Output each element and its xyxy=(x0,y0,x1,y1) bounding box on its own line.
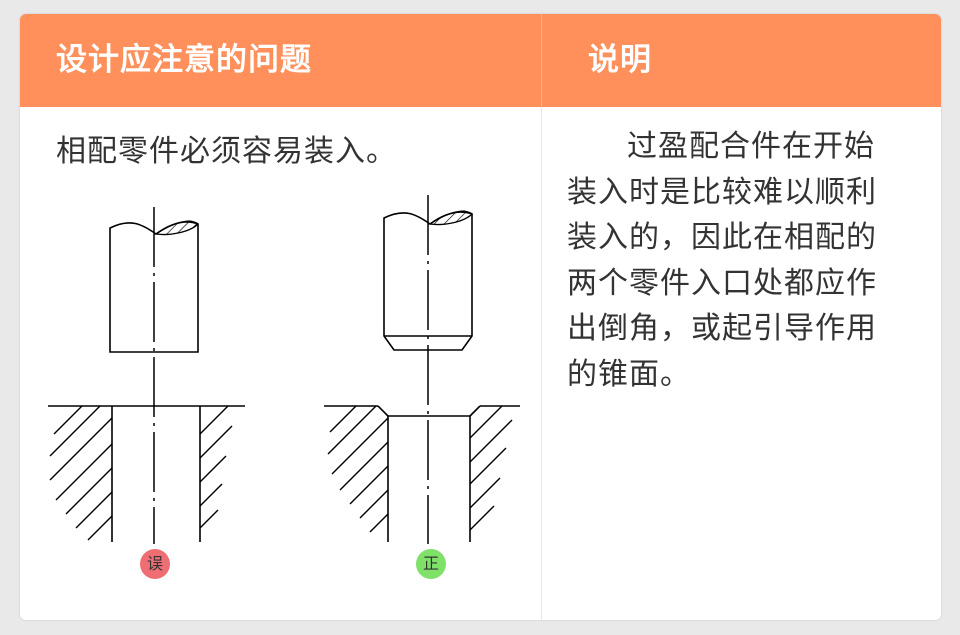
hole-with-chamfer xyxy=(324,405,520,542)
hole-no-chamfer xyxy=(48,405,245,542)
info-card: 设计应注意的问题 说明 相配零件必须容易装入。 过盈配合件在开始装入时是比较难以… xyxy=(20,14,941,620)
assembly-diagram xyxy=(48,195,520,544)
correct-badge: 正 xyxy=(416,549,446,579)
table-header: 设计应注意的问题 说明 xyxy=(20,14,941,107)
header-design-issue: 设计应注意的问题 xyxy=(56,42,312,78)
header-explanation: 说明 xyxy=(588,42,652,78)
header-divider xyxy=(541,14,542,107)
design-issue-text: 相配零件必须容易装入。 xyxy=(56,134,397,169)
column-divider xyxy=(541,107,542,620)
wrong-design-figure xyxy=(48,207,245,544)
explanation-text: 过盈配合件在开始装入时是比较难以顺利装入的，因此在相配的两个零件入口处都应作出倒… xyxy=(567,129,877,392)
wrong-badge: 误 xyxy=(140,549,170,579)
correct-design-figure xyxy=(324,195,520,544)
